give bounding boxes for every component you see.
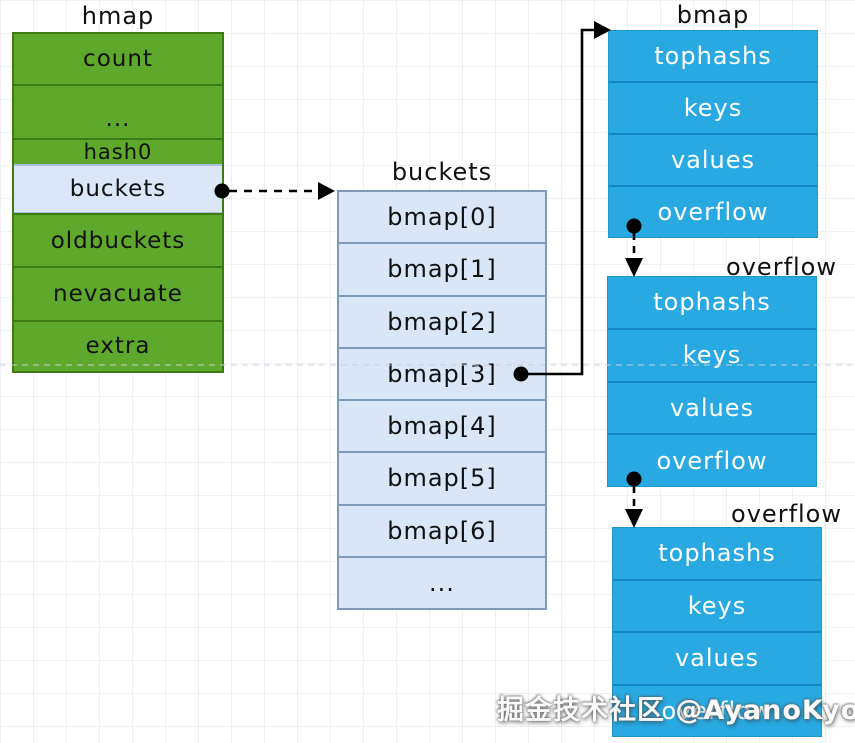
watermark-text: 掘金技术社区 @AyanoKyouji xyxy=(497,695,855,726)
buckets-row-ellipsis: ... xyxy=(339,555,545,608)
overflow1-row-keys: keys xyxy=(608,327,816,381)
buckets-row-bmap4: bmap[4] xyxy=(339,399,545,452)
overflow1-box: tophashs keys values overflow xyxy=(607,276,817,487)
buckets-box: bmap[0] bmap[1] bmap[2] bmap[3] bmap[4] … xyxy=(337,190,547,610)
hmap-row-count: count xyxy=(14,34,222,85)
buckets-title: buckets xyxy=(391,158,493,186)
hmap-row-ellipsis: ... xyxy=(14,84,222,138)
buckets-row-bmap2: bmap[2] xyxy=(339,294,545,347)
hmap-box: count ... hash0 buckets oldbuckets nevac… xyxy=(12,32,224,373)
bmap-title: bmap xyxy=(676,1,750,29)
overflow2-row-overflow: overflow xyxy=(613,683,821,737)
bmap-row-keys: keys xyxy=(609,81,817,133)
hmap-row-buckets: buckets xyxy=(14,163,222,214)
hmap-buckets-to-buckets-arrow xyxy=(214,182,335,200)
hmap-row-nevacuate: nevacuate xyxy=(14,266,222,320)
hmap-row-oldbuckets: oldbuckets xyxy=(14,213,222,267)
bmap-row-tophashs: tophashs xyxy=(654,42,772,70)
bmap-box: tophashs keys values overflow xyxy=(608,30,818,238)
bmap-row-values: values xyxy=(609,133,817,185)
overflow2-title: overflow xyxy=(731,500,842,528)
buckets-row-bmap6: bmap[6] xyxy=(339,503,545,556)
overflow2-row-tophashs: tophashs xyxy=(658,539,776,568)
bmap-row-overflow: overflow xyxy=(609,185,817,237)
hmap-row-hash0: hash0 xyxy=(14,137,222,164)
hmap-row-extra: extra xyxy=(14,319,222,371)
overflow1-row-overflow: overflow xyxy=(608,433,816,486)
overflow1-row-values: values xyxy=(608,380,816,434)
overflow2-row-keys: keys xyxy=(613,578,821,632)
hmap-title: hmap xyxy=(81,2,155,30)
overflow2-row-values: values xyxy=(613,631,821,684)
overflow1-row-tophashs: tophashs xyxy=(653,288,771,317)
buckets-row-bmap0: bmap[0] xyxy=(339,192,545,243)
buckets-row-bmap1: bmap[1] xyxy=(339,242,545,295)
overflow2-box: tophashs keys values overflow xyxy=(612,527,822,737)
buckets-row-bmap3: bmap[3] xyxy=(339,346,545,399)
buckets-row-bmap5: bmap[5] xyxy=(339,451,545,504)
